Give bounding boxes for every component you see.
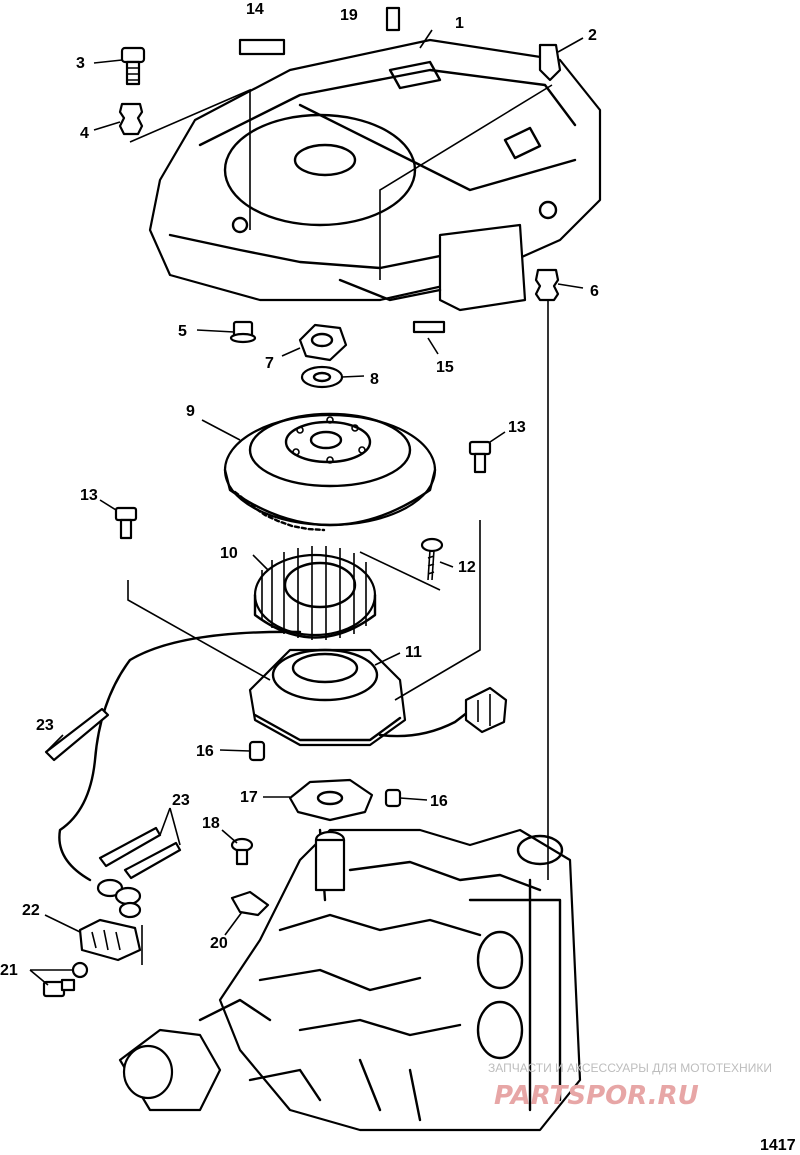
watermark-tagline: ЗАПЧАСТИ И АКСЕССУАРЫ ДЛЯ МОТОТЕХНИКИ bbox=[488, 1061, 772, 1075]
clip-2 bbox=[538, 43, 562, 82]
callout-21: 21 bbox=[0, 962, 18, 979]
bushing-5 bbox=[229, 320, 257, 344]
bracket-20 bbox=[230, 890, 270, 917]
sleeve-16-right bbox=[384, 788, 402, 808]
callout-1: 1 bbox=[455, 15, 464, 32]
callout-7: 7 bbox=[265, 355, 274, 372]
cable-tie-23-b bbox=[98, 826, 182, 880]
grommet-6 bbox=[534, 268, 560, 302]
callout-13-left: 13 bbox=[80, 487, 98, 504]
screw-3 bbox=[120, 46, 146, 86]
callout-19: 19 bbox=[340, 7, 358, 24]
callout-20: 20 bbox=[210, 935, 228, 952]
bolt-13-right bbox=[468, 440, 492, 474]
callout-3: 3 bbox=[76, 55, 85, 72]
stator bbox=[253, 546, 377, 640]
callout-16-right: 16 bbox=[430, 793, 448, 810]
callout-labels: 1 2 3 4 5 6 7 8 9 10 11 12 13 13 14 15 1… bbox=[0, 1, 599, 979]
screw-21 bbox=[42, 961, 89, 998]
callout-16-left: 16 bbox=[196, 743, 214, 760]
flywheel bbox=[223, 412, 437, 532]
callout-10: 10 bbox=[220, 545, 238, 562]
trigger-17 bbox=[288, 778, 374, 822]
cable-tie-23-a bbox=[44, 707, 110, 762]
callout-23-a: 23 bbox=[36, 717, 54, 734]
bolt-13-left bbox=[114, 506, 138, 540]
figure-number: 1417 bbox=[760, 1137, 796, 1154]
callout-4: 4 bbox=[80, 125, 89, 142]
plug-harness-end bbox=[96, 878, 142, 919]
washer-8 bbox=[300, 365, 344, 389]
callout-13-right: 13 bbox=[508, 419, 526, 436]
nut-7 bbox=[298, 323, 348, 362]
leader-lines bbox=[29, 29, 584, 986]
callout-12: 12 bbox=[458, 559, 476, 576]
callout-6: 6 bbox=[590, 283, 599, 300]
screw-12 bbox=[420, 537, 444, 581]
connector-22 bbox=[78, 918, 142, 962]
callout-9: 9 bbox=[186, 403, 195, 420]
wire-harness-right bbox=[378, 710, 470, 738]
callout-11: 11 bbox=[405, 644, 422, 661]
callout-8: 8 bbox=[370, 371, 379, 388]
decal-14 bbox=[238, 38, 286, 56]
callout-22: 22 bbox=[22, 902, 40, 919]
decal-19 bbox=[385, 6, 401, 32]
watermark-logo: PARTSPOR.RU bbox=[494, 1081, 699, 1111]
callout-5: 5 bbox=[178, 323, 187, 340]
decal-15 bbox=[412, 320, 446, 334]
engine-block bbox=[118, 828, 582, 1132]
connector-plug bbox=[464, 686, 508, 734]
callout-2: 2 bbox=[588, 27, 597, 44]
stator-base bbox=[248, 648, 407, 747]
wire-harness-left bbox=[58, 630, 302, 882]
sleeve-16-left bbox=[248, 740, 266, 762]
grommet-4 bbox=[118, 102, 144, 136]
callout-17: 17 bbox=[240, 789, 258, 806]
callout-14: 14 bbox=[246, 1, 264, 18]
callout-23-b: 23 bbox=[172, 792, 190, 809]
callout-15: 15 bbox=[436, 359, 454, 376]
flywheel-cover bbox=[148, 38, 602, 312]
screw-18 bbox=[230, 837, 254, 866]
callout-18: 18 bbox=[202, 815, 220, 832]
